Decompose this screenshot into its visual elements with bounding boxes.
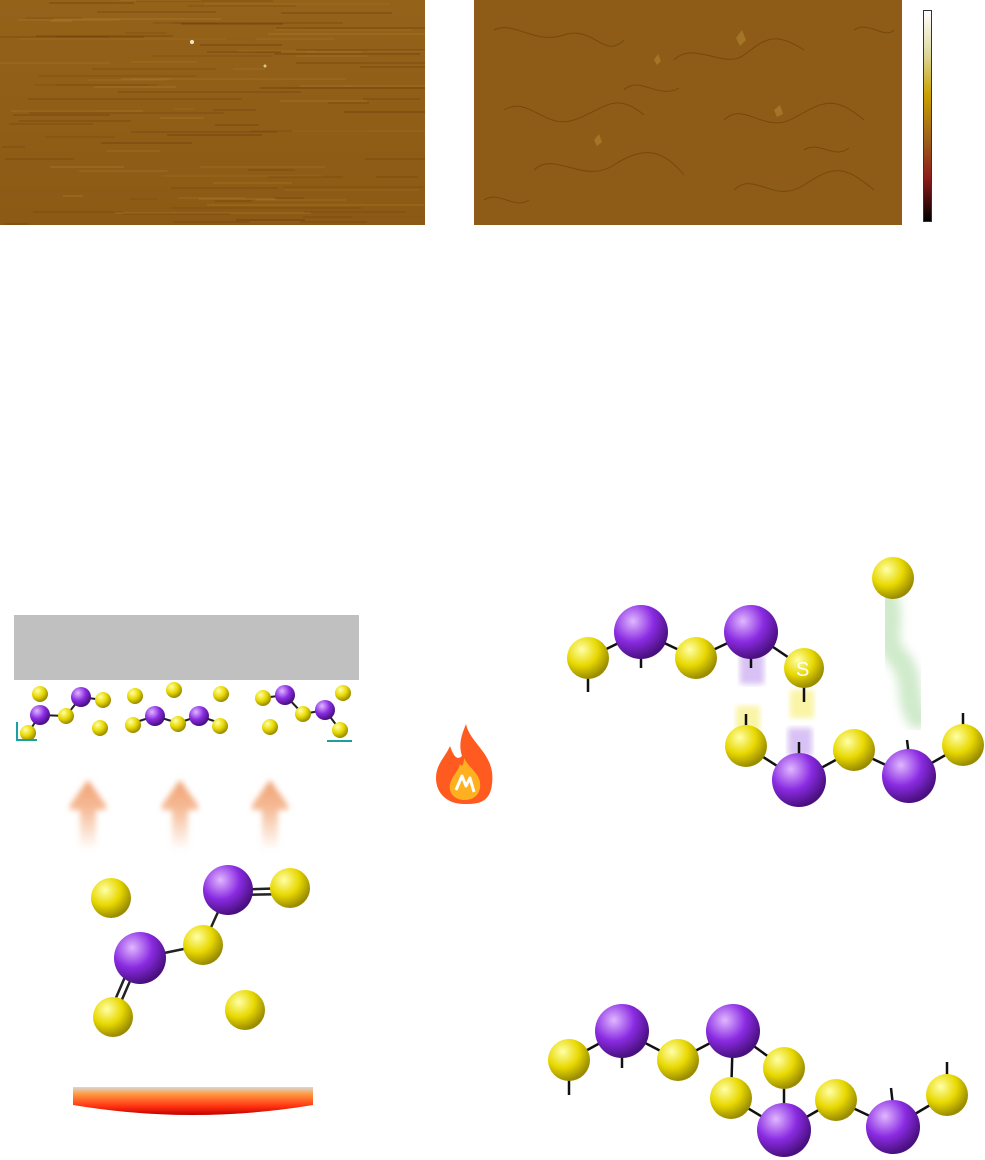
height-colorbar xyxy=(923,10,932,222)
healed-chain xyxy=(548,1004,968,1157)
monolayer-atoms xyxy=(20,682,351,741)
precursor-cluster xyxy=(91,865,310,1037)
ejected-sulfur-atom xyxy=(872,557,914,599)
defect-chain-pair: S xyxy=(567,557,984,807)
sulfur-marker-label: S xyxy=(796,659,809,681)
growth-schematic: S xyxy=(0,540,985,1160)
afm-image-right xyxy=(474,0,902,225)
vapor-flow-arrows xyxy=(70,780,288,850)
heater-source xyxy=(73,1087,313,1115)
substrate xyxy=(14,615,359,680)
ejected-sulfur-trail xyxy=(877,589,929,729)
flame-icon xyxy=(436,724,493,804)
afm-image-left xyxy=(0,0,425,225)
scale-marks xyxy=(16,722,352,742)
